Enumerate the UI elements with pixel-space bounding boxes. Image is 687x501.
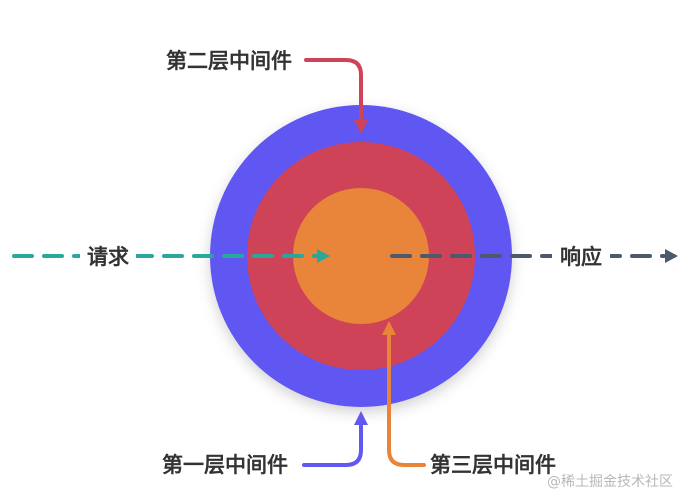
first-layer-callout-arrow bbox=[302, 411, 368, 467]
response-label: 响应 bbox=[560, 245, 602, 269]
second-layer-label: 第二层中间件 bbox=[166, 49, 292, 73]
third-layer-callout-arrow bbox=[382, 321, 426, 467]
request-label: 请求 bbox=[87, 245, 129, 269]
first-layer-label: 第一层中间件 bbox=[162, 453, 288, 477]
second-layer-callout-arrow bbox=[304, 58, 368, 134]
response-arrow bbox=[390, 249, 678, 263]
inner-core-third-layer bbox=[293, 188, 429, 324]
request-arrow bbox=[12, 249, 330, 263]
third-layer-label: 第三层中间件 bbox=[430, 453, 556, 477]
watermark-text: @稀土掘金技术社区 bbox=[547, 474, 673, 490]
request-label-bg bbox=[80, 240, 136, 272]
response-label-bg bbox=[552, 240, 610, 272]
